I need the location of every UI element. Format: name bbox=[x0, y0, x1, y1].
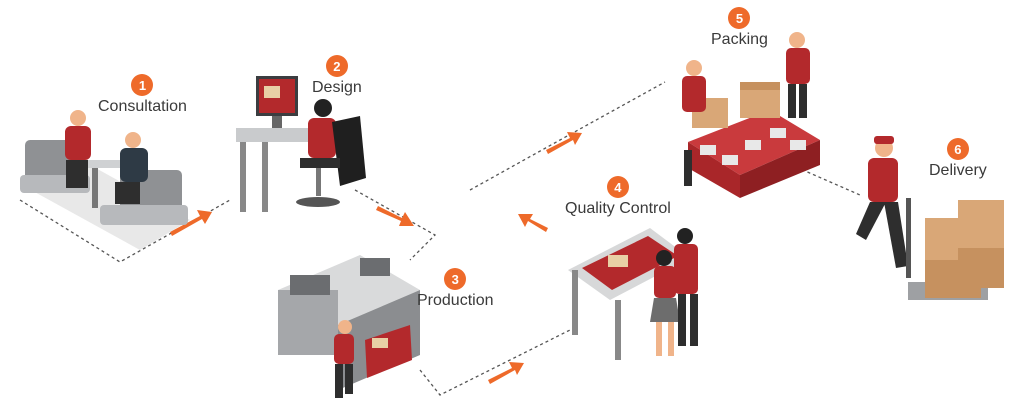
step-label-production: Production bbox=[417, 292, 494, 309]
arrow-1-2 bbox=[170, 210, 212, 236]
arrow-4-qc bbox=[518, 214, 548, 232]
arrow-3-4 bbox=[488, 362, 524, 384]
step-label-design: Design bbox=[312, 79, 362, 96]
step-6: 6 Delivery bbox=[929, 138, 987, 180]
step-5: 5 Packing bbox=[711, 7, 768, 49]
delivery-illustration bbox=[856, 136, 1004, 300]
step-3: 3 Production bbox=[417, 268, 494, 310]
consultation-illustration bbox=[20, 110, 190, 250]
step-number-badge: 5 bbox=[728, 7, 751, 29]
step-number-badge: 2 bbox=[325, 55, 348, 77]
step-4: 4 Quality Control bbox=[565, 176, 671, 218]
step-number-badge: 4 bbox=[606, 176, 629, 198]
flow-arrows bbox=[170, 132, 582, 384]
step-label-quality-control: Quality Control bbox=[565, 200, 671, 217]
step-2: 2 Design bbox=[312, 55, 362, 97]
step-number-badge: 3 bbox=[444, 268, 467, 290]
arrow-2-3 bbox=[376, 206, 414, 226]
step-label-packing: Packing bbox=[711, 31, 768, 48]
quality-control-illustration bbox=[568, 228, 698, 360]
arrow-4-5 bbox=[546, 132, 582, 154]
step-label-delivery: Delivery bbox=[929, 162, 987, 179]
production-illustration bbox=[278, 255, 420, 398]
step-number-badge: 6 bbox=[946, 138, 969, 160]
step-1: 1 Consultation bbox=[98, 74, 187, 116]
packing-illustration bbox=[682, 32, 820, 198]
step-label-consultation: Consultation bbox=[98, 98, 187, 115]
design-illustration bbox=[236, 76, 366, 212]
step-number-badge: 1 bbox=[131, 74, 154, 96]
